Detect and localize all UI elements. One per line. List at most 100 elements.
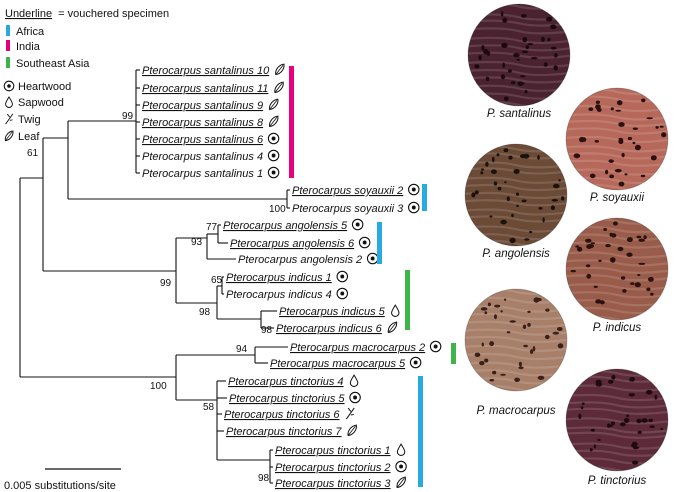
wood-pore (491, 156, 495, 163)
wood-pore (502, 17, 508, 23)
legend-swatch-india (6, 40, 10, 51)
growth-ring (566, 113, 668, 121)
wood-pore (660, 427, 664, 431)
taxon-pterocarpus-tinctorius-1: Pterocarpus tinctorius 1 (275, 443, 406, 457)
scale-bar-label: 0.005 substitutions/site (4, 480, 116, 492)
wood-pore (580, 406, 584, 410)
wood-pore (648, 276, 654, 282)
legend-tissue-sapwood: Sapwood (5, 96, 64, 109)
wood-pore (586, 244, 592, 250)
bootstrap-root-upper: 61 (27, 148, 39, 159)
bootstrap-angol-indicus: 99 (160, 278, 172, 289)
legend-tissue-label: Leaf (18, 131, 40, 143)
legend-region-southeast-asia: Southeast Asia (6, 57, 90, 70)
leaf-icon (4, 130, 14, 142)
wood-pore (586, 273, 592, 279)
heartwood-icon (408, 183, 420, 196)
wood-pore (608, 379, 614, 384)
wood-pore (581, 137, 587, 142)
wood-pore (623, 417, 630, 424)
wood-pore (550, 24, 557, 30)
wood-pore (508, 155, 513, 160)
wood-pore (506, 196, 510, 202)
sapwood-icon (5, 96, 13, 108)
wood-pore (552, 331, 560, 335)
taxon-pterocarpus-angolensis-5: Pterocarpus angolensis 5 (223, 218, 364, 232)
taxon-pterocarpus-soyauxii-3: Pterocarpus soyauxii 3 (292, 201, 420, 215)
sapwood-icon (396, 443, 406, 456)
growth-ring (468, 68, 570, 77)
wood-pore (570, 269, 576, 273)
wood-pore (575, 245, 579, 248)
wood-caption: P. santalinus (487, 108, 552, 120)
wood-pore (573, 153, 581, 159)
wood-pore (541, 36, 545, 42)
wood-pore (485, 161, 489, 167)
wood-pore (481, 45, 485, 51)
wood-pore (645, 389, 653, 395)
wood-pore (508, 69, 512, 73)
wood-pore (609, 174, 614, 179)
wood-pore (640, 174, 646, 178)
wood-pore (500, 373, 506, 376)
wood-pore (518, 361, 522, 367)
wood-pore (617, 246, 624, 252)
wood-pore (521, 50, 529, 54)
taxon-label: Pterocarpus angolensis 6 (230, 238, 355, 250)
wood-pore (631, 441, 638, 447)
taxon-pterocarpus-santalinus-10: Pterocarpus santalinus 10 (142, 63, 285, 77)
wood-pore (655, 126, 659, 129)
wood-pore (646, 117, 653, 120)
taxa-labels: Pterocarpus santalinus 10 Pterocarpus san… (142, 63, 442, 490)
wood-pore (650, 155, 657, 161)
heartwood-icon (267, 166, 280, 179)
wood-pore (553, 183, 560, 189)
wood-pore (523, 344, 528, 348)
wood-pore (612, 221, 618, 226)
bootstrap-macrocarpus: 94 (236, 344, 248, 355)
wood-pore (545, 16, 553, 22)
bootstrap-macro-tinct: 100 (150, 381, 167, 392)
wood-pore (527, 310, 531, 313)
growth-ring (566, 442, 668, 450)
wood-disc-edge (565, 87, 669, 191)
wood-image-p-tinctorius: P. tinctorius (565, 368, 669, 487)
growth-ring (465, 208, 567, 216)
wood-pore (513, 53, 520, 58)
wood-pore (618, 122, 625, 127)
growth-ring (566, 291, 668, 299)
wood-pore (625, 414, 630, 418)
taxon-pterocarpus-tinctorius-2: Pterocarpus tinctorius 2 (275, 460, 407, 474)
taxon-label: Pterocarpus santalinus 10 (142, 65, 270, 77)
wood-pore (474, 190, 479, 195)
legend-swatch-southeast-asia (6, 57, 10, 68)
wood-pore (531, 57, 538, 60)
wood-pore (510, 81, 516, 85)
wood-pore (481, 342, 484, 347)
wood-pore (557, 343, 564, 349)
wood-pore (620, 276, 626, 280)
wood-pore (593, 444, 597, 449)
growth-ring (566, 135, 668, 144)
taxon-pterocarpus-tinctorius-5: Pterocarpus tinctorius 5 (229, 391, 361, 405)
wood-pore (554, 53, 558, 58)
wood-pore (527, 322, 531, 327)
wood-pore (621, 152, 625, 158)
taxon-label: Pterocarpus angolensis 5 (223, 220, 348, 232)
legend-tissue-label: Sapwood (18, 97, 64, 109)
taxon-pterocarpus-macrocarpus-2: Pterocarpus macrocarpus 2 (290, 340, 442, 354)
wood-pore (632, 141, 636, 145)
scale-bar: 0.005 substitutions/site (4, 468, 121, 492)
wood-pore (516, 58, 520, 61)
growth-ring (566, 431, 668, 439)
heartwood-icon (336, 270, 349, 283)
wood-pore (525, 45, 529, 50)
wood-pore (589, 448, 593, 452)
wood-pore (553, 65, 558, 71)
wood-pore (494, 314, 497, 320)
growth-ring (468, 27, 570, 35)
taxon-label: Pterocarpus santalinus 11 (142, 83, 268, 95)
wood-pore (561, 196, 565, 201)
taxon-pterocarpus-macrocarpus-5: Pterocarpus macrocarpus 5 (270, 356, 422, 370)
